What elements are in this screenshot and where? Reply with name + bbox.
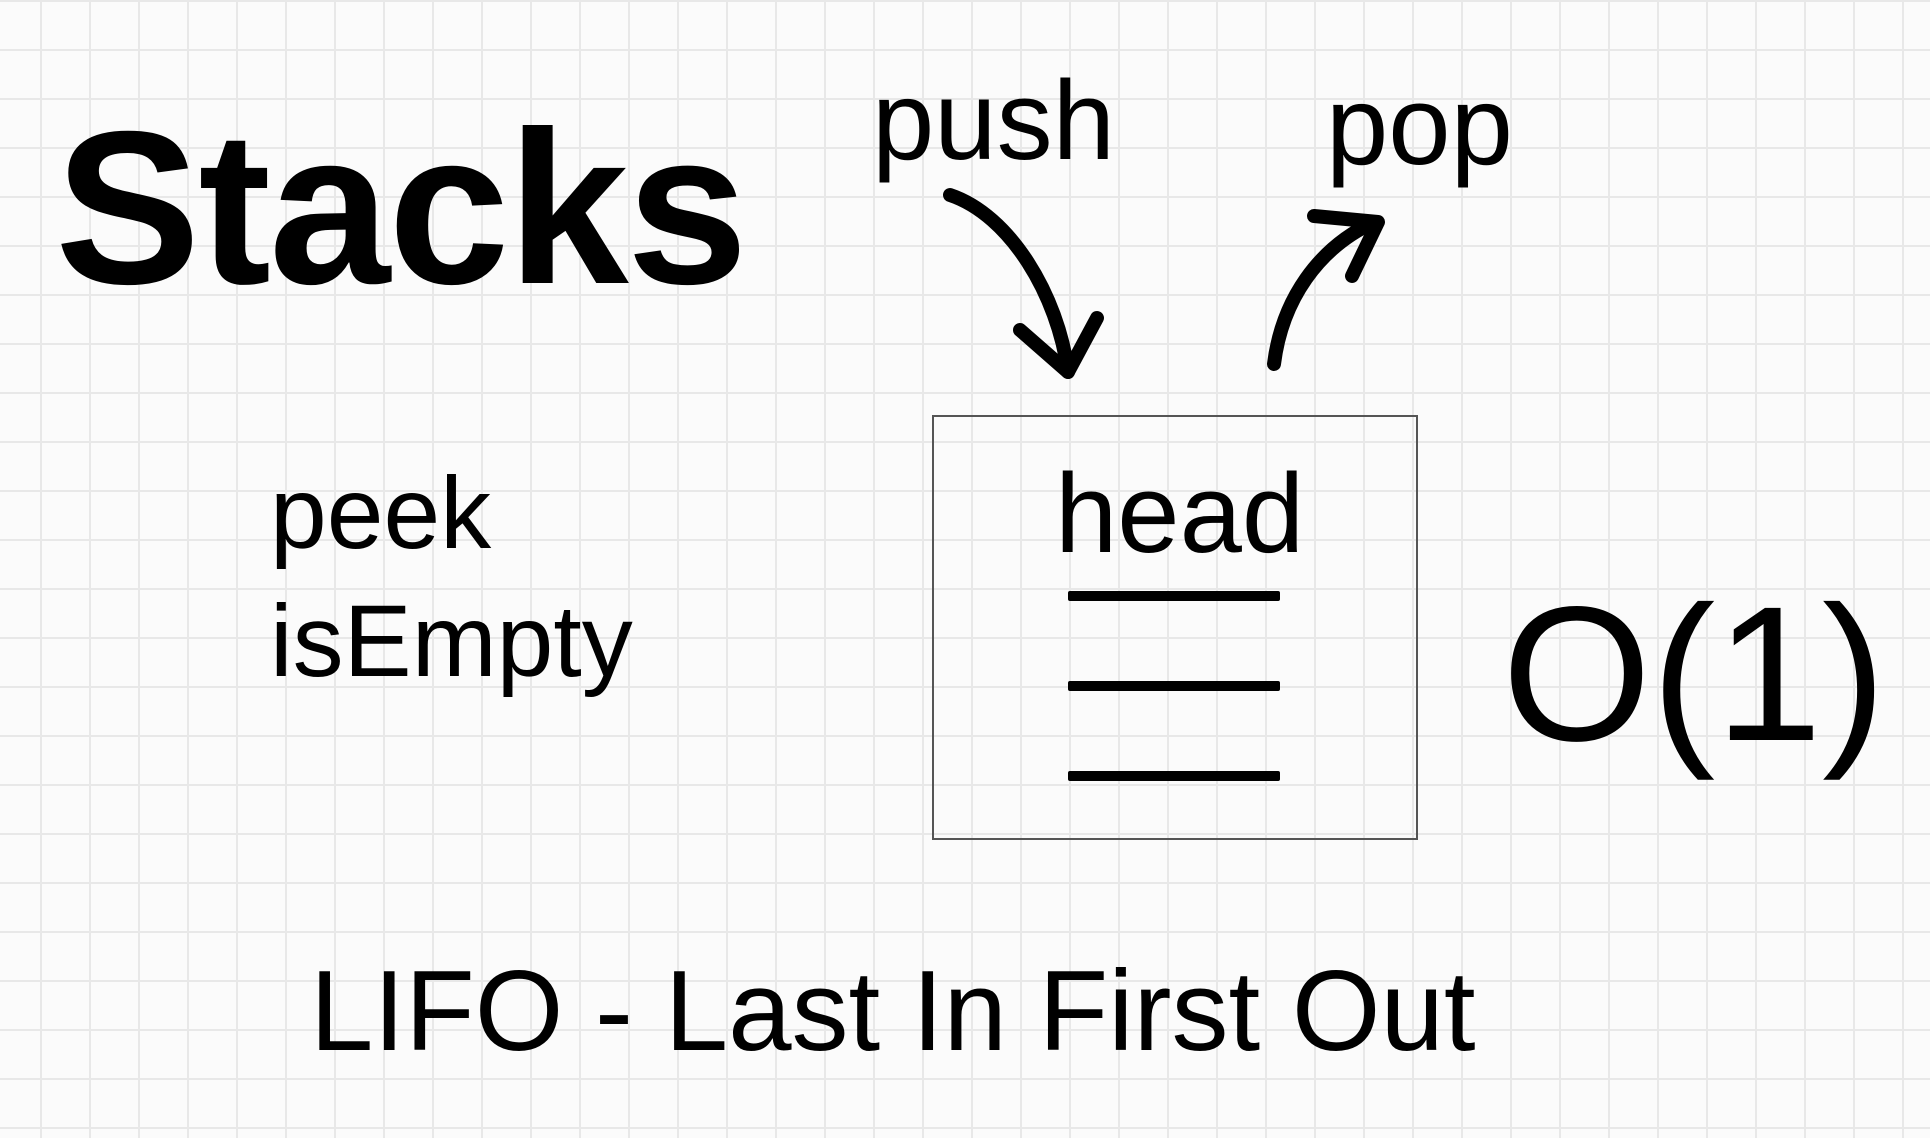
diagram-title: Stacks [55,87,748,330]
complexity-label: O(1) [1502,566,1886,781]
pop-label: pop [1326,63,1513,188]
stack-container [932,415,1418,840]
push-arrow-icon [943,188,1104,379]
stack-head-label: head [1055,451,1305,576]
peek-label: peek [270,456,492,570]
stack-slot [1068,771,1280,781]
pop-arrow-icon [1267,209,1385,371]
side-operations-list: peek isEmpty [270,462,633,718]
lifo-caption: LIFO - Last In First Out [310,948,1476,1075]
isempty-label: isEmpty [270,584,633,698]
stack-slot [1068,591,1280,601]
stack-slot [1068,681,1280,691]
push-label: push [872,58,1115,183]
